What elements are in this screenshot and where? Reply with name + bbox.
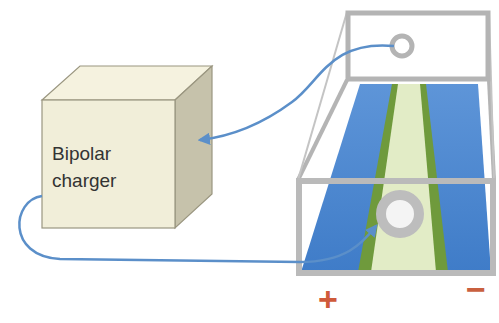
cube-front (42, 100, 175, 228)
battery-cell (298, 12, 494, 273)
wire (200, 45, 394, 140)
cube-side (175, 66, 212, 228)
charger-cube (42, 66, 212, 228)
negative-sign: − (466, 272, 486, 306)
terminal-top (392, 36, 412, 56)
node-title: Bipolar charger (52, 140, 166, 194)
positive-sign: + (318, 282, 338, 316)
housing-edge (298, 12, 347, 180)
terminal-front (381, 195, 419, 233)
charger-box: Bipolar charger (46, 138, 172, 196)
wire (19, 196, 376, 262)
